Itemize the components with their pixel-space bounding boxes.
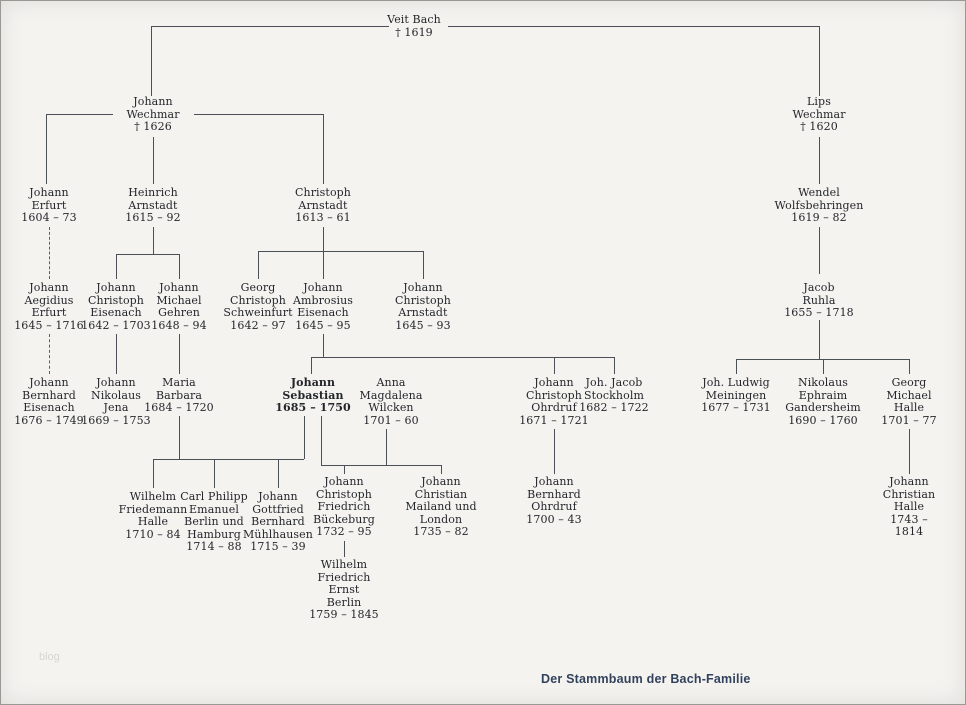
- connector-line: [386, 429, 387, 465]
- tree-node-johann-wechmar: Johann Wechmar † 1626: [126, 95, 180, 133]
- connector-line: [311, 357, 614, 358]
- connector-line: [448, 26, 819, 27]
- tree-node-carl-philipp-emanuel: Carl Philipp Emanuel Berlin und Hamburg …: [180, 490, 248, 553]
- tree-node-christoph-arnstadt: Christoph Arnstadt 1613 – 61: [295, 186, 351, 224]
- connector-line: [179, 254, 180, 279]
- tree-node-nikolaus-ephraim-gandersheim: Nikolaus Ephraim Gandersheim 1690 – 1760: [785, 376, 861, 427]
- connector-line: [258, 251, 259, 279]
- connector-line: [179, 334, 180, 374]
- connector-line: [153, 459, 304, 460]
- tree-node-johann-gottfried-bernhard: Johann Gottfried Bernhard Mühlhausen 171…: [243, 490, 313, 553]
- tree-node-wilhelm-friedemann-halle: Wilhelm Friedemann Halle 1710 – 84: [118, 490, 188, 541]
- connector-line: [614, 357, 615, 374]
- connector-line-dashed: [49, 227, 50, 279]
- tree-node-johann-christian-halle: Johann Christian Halle 1743 – 1814: [882, 475, 936, 538]
- tree-node-johann-christoph-friedrich: Johann Christoph Friedrich Bückeburg 173…: [313, 475, 375, 538]
- connector-line: [323, 114, 324, 184]
- connector-line: [46, 114, 113, 115]
- tree-node-johann-christian-mailand: Johann Christian Mailand und London 1735…: [405, 475, 477, 538]
- tree-node-johann-bernhard-ohrdruf: Johann Bernhard Ohrdruf 1700 – 43: [526, 475, 582, 526]
- connector-line: [321, 416, 322, 465]
- tree-node-johann-christoph-arnstadt: Johann Christoph Arnstadt 1645 – 93: [395, 281, 451, 332]
- connector-line: [736, 359, 737, 374]
- connector-line: [153, 137, 154, 184]
- connector-line: [344, 465, 345, 474]
- connector-line: [151, 26, 152, 96]
- tree-node-joh-jacob-stockholm: Joh. Jacob Stockholm 1682 – 1722: [579, 376, 649, 414]
- tree-node-veit-bach: Veit Bach † 1619: [387, 13, 441, 39]
- connector-line: [311, 357, 312, 374]
- connector-line: [258, 251, 423, 252]
- tree-node-johann-michael-gehren: Johann Michael Gehren 1648 – 94: [151, 281, 207, 332]
- tree-node-anna-magdalena-wilcken: Anna Magdalena Wilcken 1701 – 60: [359, 376, 423, 427]
- connector-line: [323, 334, 324, 357]
- connector-line: [323, 251, 324, 279]
- tree-node-georg-michael-halle: Georg Michael Halle 1701 – 77: [881, 376, 937, 427]
- tree-node-joh-ludwig-meiningen: Joh. Ludwig Meiningen 1677 – 1731: [701, 376, 771, 414]
- connector-line: [116, 254, 179, 255]
- tree-node-wendel-wolfsbehringen: Wendel Wolfsbehringen 1619 – 82: [774, 186, 864, 224]
- connector-line: [823, 359, 824, 374]
- tree-node-lips-wechmar: Lips Wechmar † 1620: [792, 95, 846, 133]
- connector-line: [116, 334, 117, 374]
- watermark-text: blog: [39, 651, 60, 663]
- connector-line: [151, 26, 389, 27]
- connector-line: [153, 227, 154, 254]
- connector-line: [441, 465, 442, 474]
- connector-line: [304, 416, 305, 459]
- tree-node-georg-christoph-schweinfurt: Georg Christoph Schweinfurt 1642 – 97: [223, 281, 293, 332]
- tree-node-wilhelm-friedrich-ernst: Wilhelm Friedrich Ernst Berlin 1759 – 18…: [309, 558, 379, 621]
- connector-line: [344, 541, 345, 557]
- connector-line: [819, 26, 820, 96]
- connector-line: [736, 359, 909, 360]
- diagram-caption: Der Stammbaum der Bach-Familie: [541, 672, 751, 686]
- connector-line: [179, 416, 180, 459]
- connector-line: [46, 114, 47, 184]
- connector-line: [214, 459, 215, 488]
- connector-line: [554, 357, 555, 374]
- tree-node-johann-bernhard-eisenach: Johann Bernhard Eisenach 1676 – 1749: [14, 376, 84, 427]
- tree-node-maria-barbara: Maria Barbara 1684 – 1720: [144, 376, 214, 414]
- connector-line: [116, 254, 117, 279]
- tree-node-johann-erfurt: Johann Erfurt 1604 – 73: [21, 186, 77, 224]
- connector-line: [323, 227, 324, 251]
- tree-node-heinrich-arnstadt: Heinrich Arnstadt 1615 – 92: [125, 186, 181, 224]
- connector-line: [194, 114, 323, 115]
- tree-node-johann-christoph-ohrdruf: Johann Christoph Ohrdruf 1671 – 1721: [519, 376, 589, 427]
- connector-line-dashed: [49, 334, 50, 374]
- tree-node-johann-aegidius-erfurt: Johann Aegidius Erfurt 1645 – 1716: [14, 281, 84, 332]
- tree-node-johann-nikolaus-jena: Johann Nikolaus Jena 1669 – 1753: [81, 376, 151, 427]
- connector-line: [819, 137, 820, 184]
- connector-line: [153, 459, 154, 488]
- connector-line: [819, 227, 820, 274]
- tree-node-johann-christoph-eisenach: Johann Christoph Eisenach 1642 – 1703: [81, 281, 151, 332]
- connector-line: [909, 359, 910, 374]
- tree-node-jacob-ruhla: Jacob Ruhla 1655 – 1718: [784, 281, 854, 319]
- connector-line: [423, 251, 424, 279]
- connector-line: [909, 429, 910, 474]
- connector-line: [321, 465, 441, 466]
- connector-line: [278, 459, 279, 488]
- connector-line: [554, 429, 555, 474]
- tree-node-johann-ambrosius-eisenach: Johann Ambrosius Eisenach 1645 – 95: [292, 281, 354, 332]
- tree-node-johann-sebastian-bach: Johann Sebastian 1685 – 1750: [275, 376, 351, 414]
- connector-line: [819, 320, 820, 359]
